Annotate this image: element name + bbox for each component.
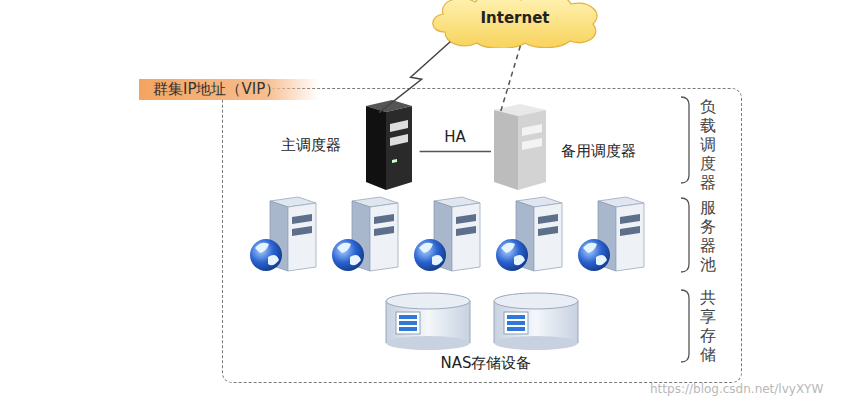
server-front — [518, 110, 546, 190]
group-bracket — [681, 198, 689, 272]
internet-cloud: Internet — [425, 0, 605, 48]
node-label: 主调度器 — [281, 135, 341, 155]
drive-slot — [390, 120, 408, 132]
node-label: Internet — [425, 8, 605, 28]
cluster-heading: 群集IP地址（VIP） — [139, 79, 319, 100]
group-bracket — [681, 97, 689, 183]
backup-scheduler-icon — [494, 104, 546, 190]
cluster-boundary: 群集IP地址（VIP）主调度器备用调度器NAS存储设备 — [222, 88, 742, 383]
connector — [379, 42, 450, 113]
drive-slot — [522, 138, 542, 150]
pool-server — [414, 197, 480, 271]
tier-label: 共享存储 — [700, 288, 718, 364]
connector-label: HA — [444, 127, 466, 147]
drive-slot — [390, 134, 408, 146]
nas-device — [386, 293, 470, 350]
storage-node: NAS存储设备 — [381, 291, 591, 376]
server-side — [494, 110, 518, 190]
group-bracket — [681, 290, 689, 362]
connector — [420, 151, 491, 153]
main-scheduler-icon — [366, 100, 412, 190]
scheduler-node: 主调度器 — [281, 101, 421, 191]
server-front — [386, 106, 412, 190]
pool-server — [250, 197, 316, 271]
pool-server — [578, 197, 644, 271]
drive-slot — [522, 124, 542, 136]
watermark: https://blog.csdn.net/lvyXYW — [650, 379, 823, 399]
pool-server — [332, 197, 398, 271]
node-label: NAS存储设备 — [381, 353, 591, 373]
connector — [500, 46, 520, 113]
tier-label: 负载调度器 — [700, 97, 718, 192]
scheduler-node: 备用调度器 — [491, 101, 646, 191]
pool-server — [496, 197, 562, 271]
tier-label: 服务器池 — [700, 198, 718, 274]
nas-device — [494, 293, 578, 350]
server-side — [366, 106, 386, 190]
power-light — [392, 159, 397, 163]
node-label: 备用调度器 — [561, 141, 636, 161]
